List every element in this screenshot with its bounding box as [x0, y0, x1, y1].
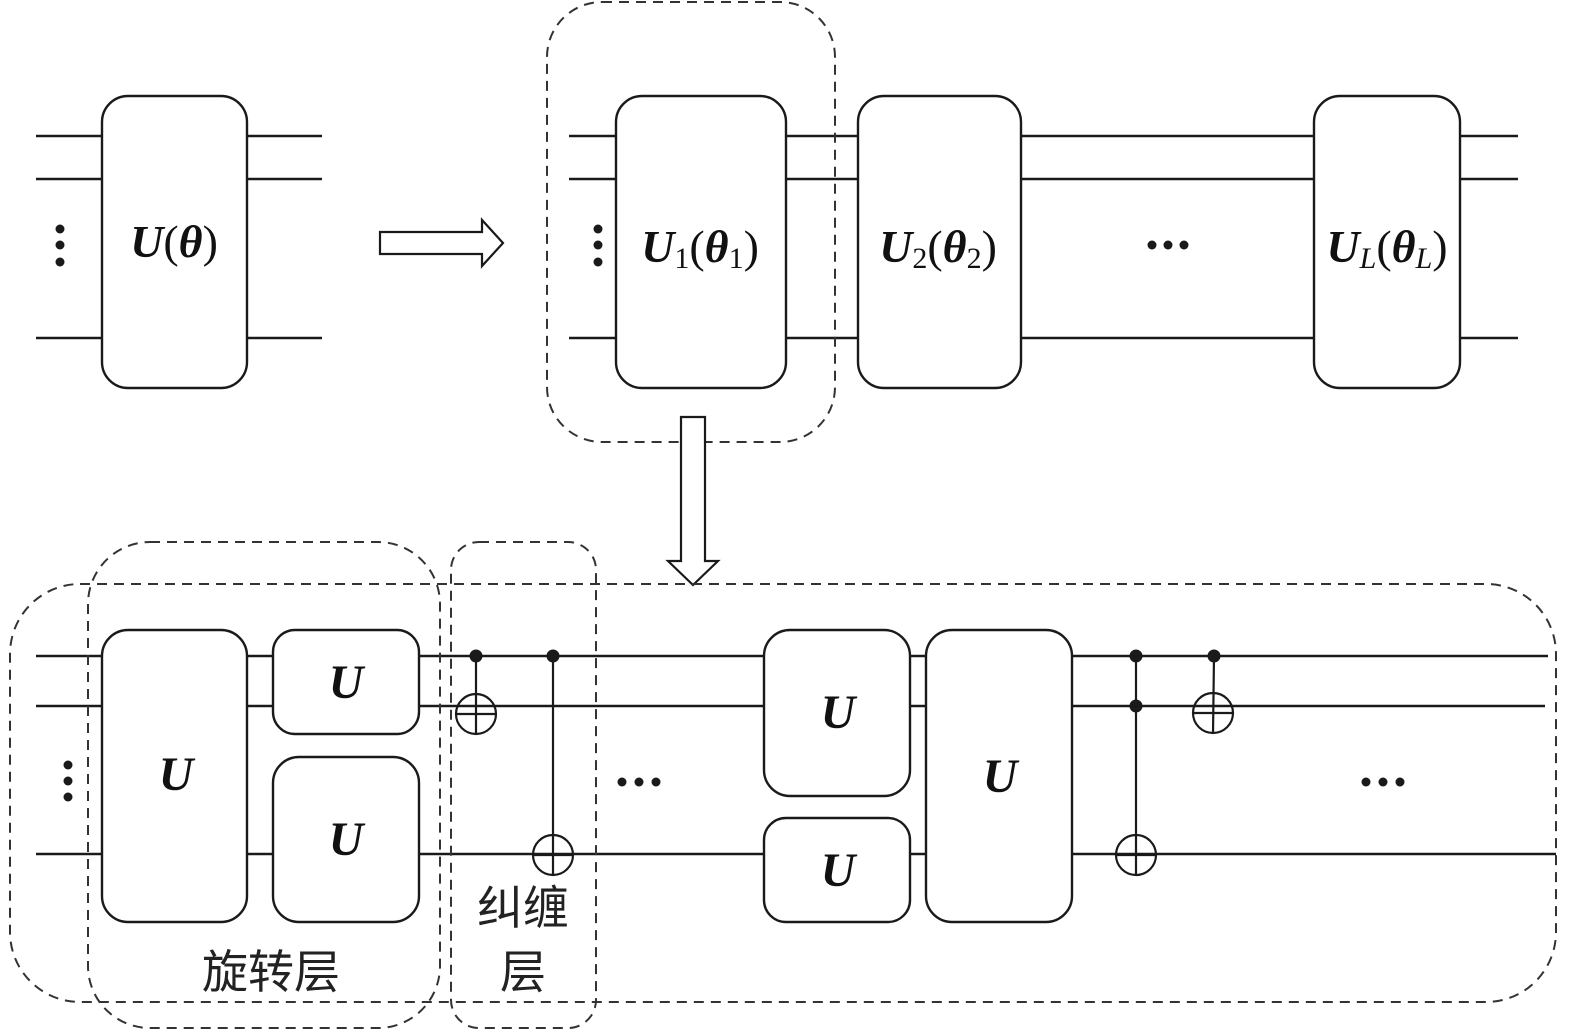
control-dot-icon — [1129, 649, 1143, 663]
rotation-gate-bottom — [271, 755, 421, 924]
gate-label-u: U — [983, 750, 1020, 803]
vertical-ellipsis-icon — [63, 760, 73, 802]
expanded-layer-circuit: U U U 旋转层 纠缠 层 — [9, 541, 1557, 1029]
horizontal-ellipsis-icon — [1361, 777, 1405, 787]
gate-label-ul: UL(θL) — [1326, 221, 1447, 275]
gate-label-u-theta: U(θ) — [130, 216, 218, 267]
later-gate-bottom — [762, 816, 912, 924]
gate-label-u: U — [329, 813, 366, 866]
gate-label-u: U — [821, 844, 858, 897]
gate-ul — [1312, 94, 1462, 390]
gate-label-u1: U1(θ1) — [641, 221, 759, 275]
vertical-ellipsis-icon — [593, 224, 603, 267]
entangling-layer-label-line2: 层 — [500, 945, 546, 999]
cnot-gate — [1191, 649, 1235, 735]
gate-label-u2: U2(θ2) — [879, 221, 997, 275]
rotation-gate-top — [271, 628, 421, 736]
top-left-circuit: U(θ) — [36, 94, 322, 390]
down-arrow-icon — [665, 415, 721, 587]
later-gate-top — [762, 628, 912, 798]
gate-label-u: U — [821, 686, 858, 739]
toffoli-gate — [1114, 649, 1158, 877]
entangling-layer-box — [450, 541, 597, 1029]
rotation-layer-label: 旋转层 — [202, 945, 340, 999]
expanded-layer-box — [9, 583, 1557, 1003]
top-right-circuit: U1(θ1) U2(θ2) UL(θL) — [546, 1, 1518, 443]
gate-u2 — [856, 94, 1023, 390]
entangling-layer-label-line1: 纠缠 — [477, 881, 569, 935]
later-gate-large — [924, 628, 1074, 924]
cnot-gate — [454, 649, 498, 736]
vertical-ellipsis-icon — [55, 224, 65, 267]
horizontal-ellipsis-icon — [617, 777, 661, 787]
rotation-gate-large — [100, 628, 249, 924]
horizontal-ellipsis-icon — [1147, 240, 1189, 250]
control-dot-icon — [1207, 649, 1221, 663]
gate-u-theta — [100, 94, 249, 390]
control-dot-icon — [546, 649, 560, 663]
gate-label-u: U — [329, 656, 366, 709]
right-arrow-icon — [378, 217, 505, 269]
gate-u1 — [614, 94, 788, 390]
gate-label-u: U — [159, 748, 196, 801]
control-dot-icon — [1129, 699, 1143, 713]
control-dot-icon — [469, 649, 483, 663]
cnot-gate — [531, 649, 575, 877]
